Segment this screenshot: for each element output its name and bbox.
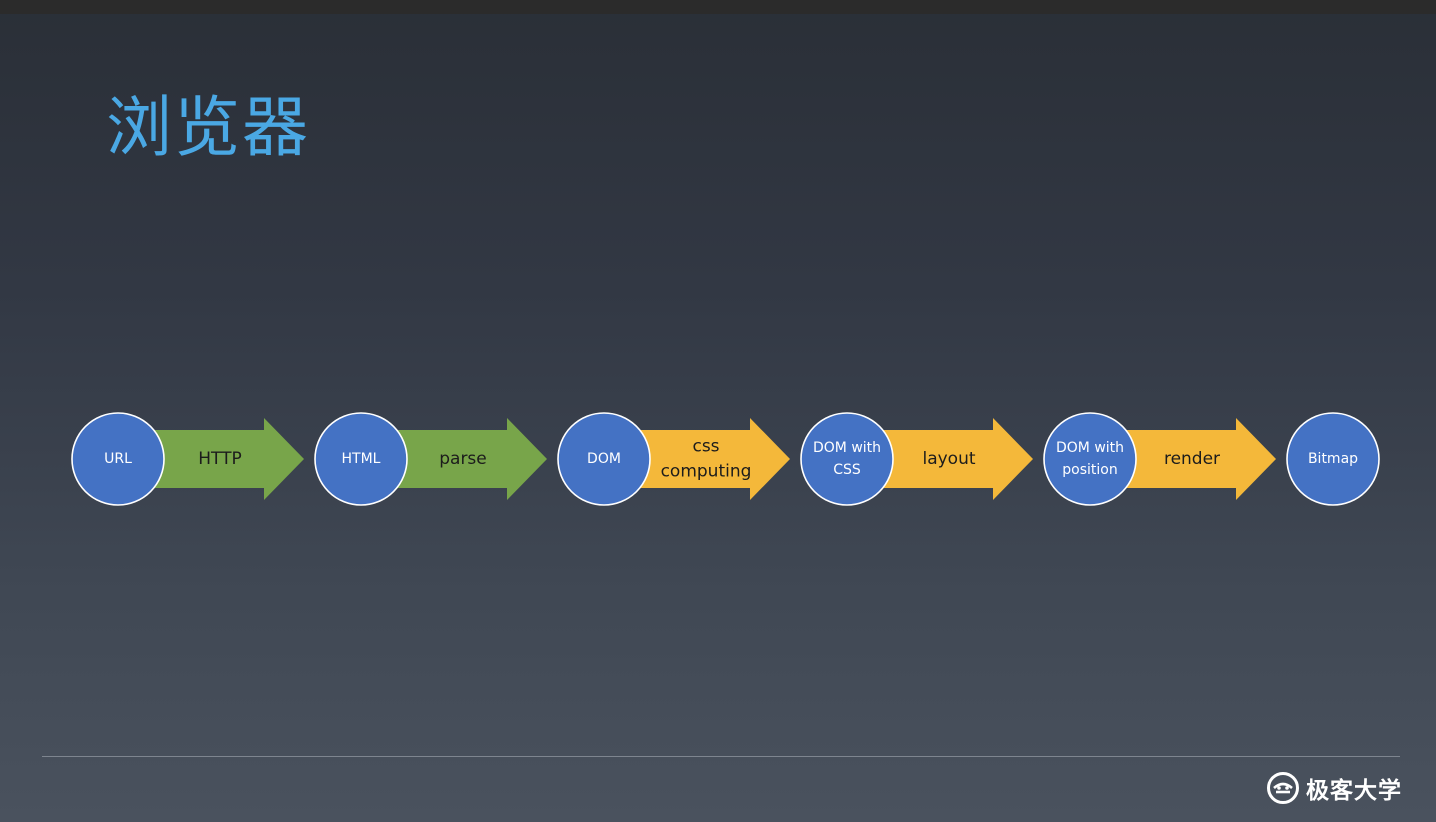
arrow-css-computing [630, 418, 790, 500]
footer-divider [42, 756, 1400, 757]
top-bar [0, 0, 1436, 14]
arrow-label-css-computing: computing [661, 462, 752, 482]
node-label-dom-with-position: DOM with [1056, 440, 1124, 456]
arrow-render [1116, 418, 1276, 500]
node-label-dom: DOM [587, 451, 621, 467]
arrow-label-parse: parse [439, 449, 487, 469]
node-dom-with-position [1043, 412, 1137, 506]
node-label-dom-with-position: position [1062, 462, 1117, 478]
arrow-label-layout: layout [922, 449, 975, 469]
arrow-label-css-computing: css [692, 437, 719, 457]
brand-name: 极客大学 [1306, 778, 1402, 804]
node-dom-with-css [800, 412, 894, 506]
node-label-url: URL [104, 451, 132, 467]
arrow-label-render: render [1164, 449, 1220, 469]
node-label-html: HTML [342, 451, 381, 467]
slide-title: 浏览器 [106, 89, 310, 166]
arrow-layout [873, 418, 1033, 500]
node-label-dom-with-css: DOM with [813, 440, 881, 456]
brand-logo: 极客大学 [1266, 770, 1402, 806]
arrow-http [144, 418, 304, 500]
node-url [71, 412, 165, 506]
node-label-bitmap: Bitmap [1308, 451, 1358, 467]
node-html [314, 412, 408, 506]
geekbang-logo-icon [1267, 772, 1299, 804]
arrow-parse [387, 418, 547, 500]
node-label-dom-with-css: CSS [833, 462, 861, 478]
node-dom [557, 412, 651, 506]
node-bitmap [1286, 412, 1380, 506]
arrow-label-http: HTTP [198, 449, 242, 469]
